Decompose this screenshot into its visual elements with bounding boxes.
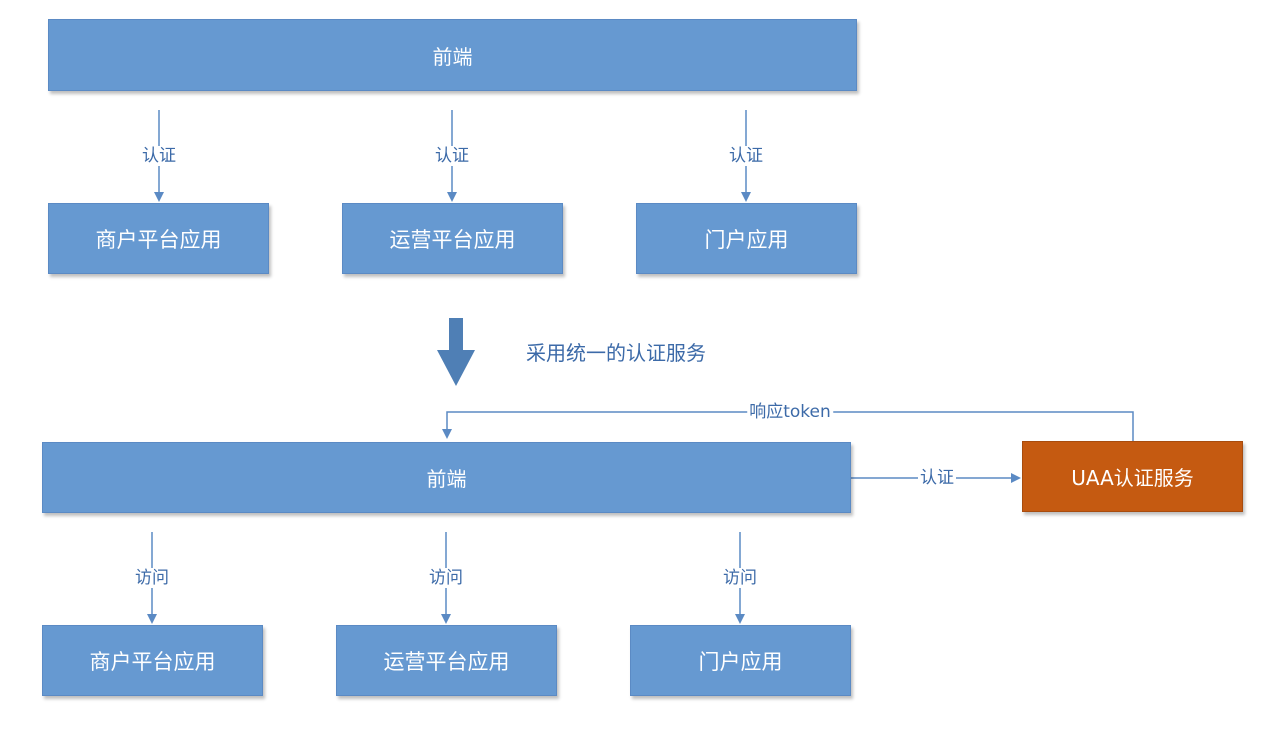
merchant-platform-app-top: 商户平台应用 (48, 203, 269, 274)
auth-label-1: 认证 (140, 146, 178, 166)
auth-label-2: 认证 (433, 146, 471, 166)
portal-app-top: 门户应用 (636, 203, 857, 274)
transition-arrow-icon (437, 318, 475, 386)
portal-app-bottom: 门户应用 (630, 625, 851, 696)
operations-platform-app-top: 运营平台应用 (342, 203, 563, 274)
merchant-platform-app-bottom: 商户平台应用 (42, 625, 263, 696)
access-label-2: 访问 (427, 568, 465, 588)
access-label-1: 访问 (133, 568, 171, 588)
uaa-auth-label: 认证 (918, 468, 956, 488)
frontend-box-top: 前端 (48, 19, 857, 91)
uaa-auth-service-box: UAA认证服务 (1022, 441, 1243, 512)
auth-label-3: 认证 (727, 146, 765, 166)
operations-platform-app-bottom: 运营平台应用 (336, 625, 557, 696)
response-token-label: 响应token (747, 402, 833, 422)
access-label-3: 访问 (721, 568, 759, 588)
frontend-box-bottom: 前端 (42, 442, 851, 513)
transition-text: 采用统一的认证服务 (526, 341, 706, 365)
